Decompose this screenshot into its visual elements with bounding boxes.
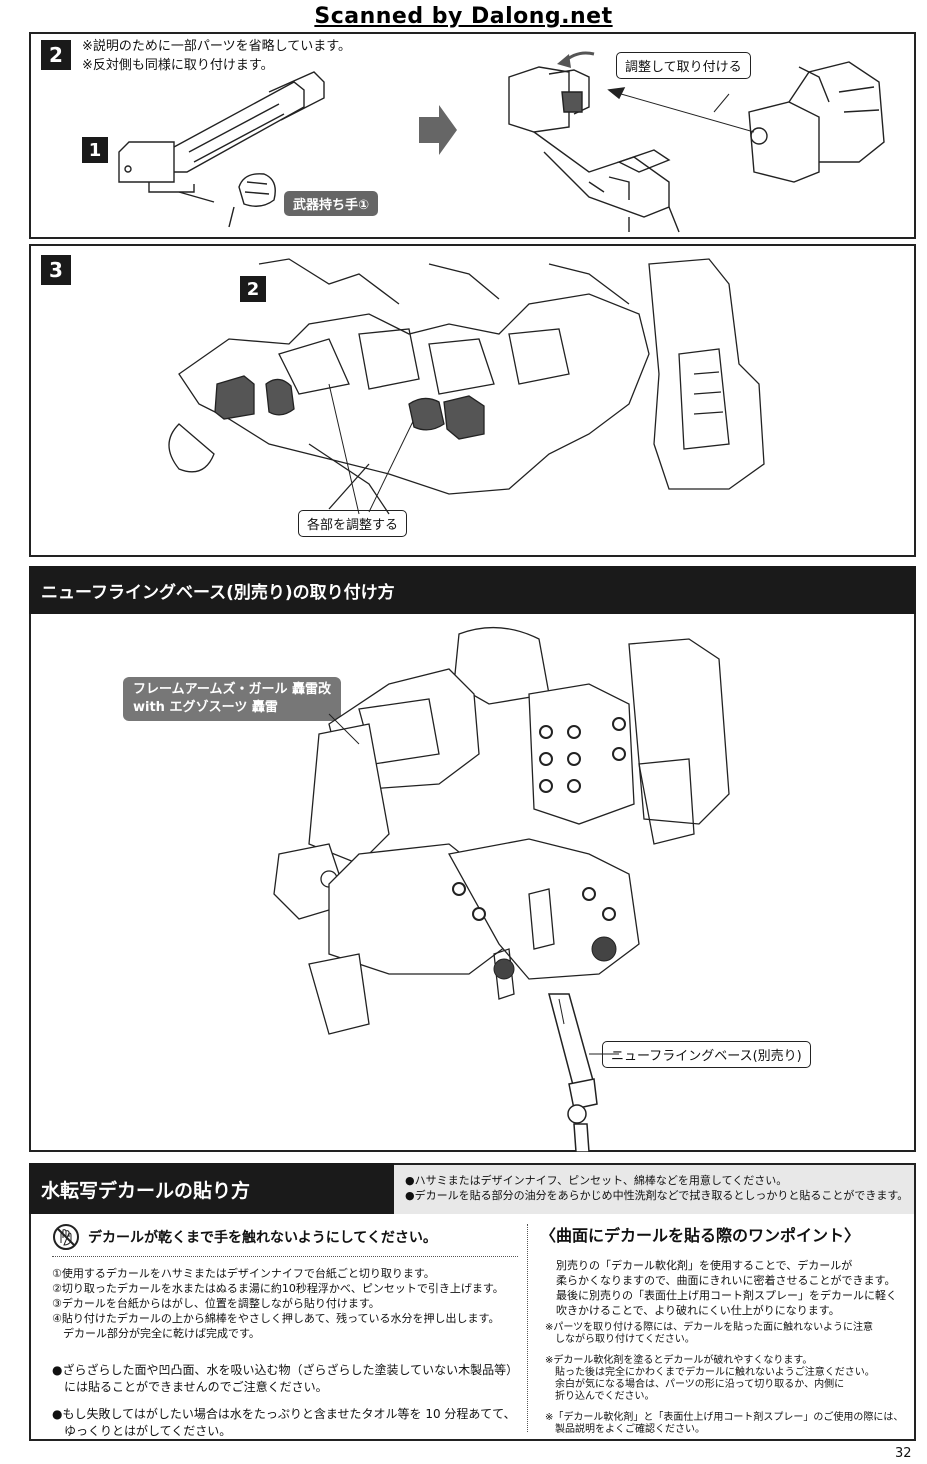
tip-body-3: 最後に別売りの「表面仕上げ用コート剤スプレー」をデカールに軽く — [556, 1289, 897, 1302]
tip-body: 別売りの「デカール軟化剤」を使用することで、デカールが 柔らかくなりますので、曲… — [556, 1258, 897, 1318]
tip-note-1-cont: しながら取り付けてください。 — [545, 1334, 695, 1345]
flying-base-header-text: ニューフライングベース(別売り)の取り付け方 — [41, 582, 395, 603]
no-touch-icon — [53, 1224, 79, 1250]
model-name-label: フレームアームズ・ガール 轟雷改 with エグゾスーツ 轟雷 — [123, 677, 341, 721]
decal-header: 水転写デカールの貼り方 — [29, 1163, 394, 1215]
decal-step-4: ④貼り付けたデカールの上から綿棒をやさしく押しあて、残っている水分を押し出します… — [52, 1312, 500, 1325]
weapon-hand-label: 武器持ち手① — [284, 191, 379, 216]
decal-header-bar — [394, 1163, 916, 1215]
decal-bullets: ●ざらざらした面や凹凸面、水を吸い込む物（ざらざらした塗装していない木製品等） … — [52, 1362, 518, 1440]
step3-panel — [29, 244, 916, 557]
step3-illustration — [168, 258, 765, 515]
flying-base-header: ニューフライングベース(別売り)の取り付け方 — [29, 566, 916, 614]
decal-step-2: ②切り取ったデカールを水またはぬるま湯に約10秒程浮かべ、ピンセットで引き上げま… — [52, 1282, 504, 1295]
decal-step-3: ③デカールを台紙からはがし、位置を調整しながら貼り付けます。 — [52, 1297, 380, 1310]
tip-note-3: ※「デカール軟化剤」と「表面仕上げ用コート剤スプレー」のご使用の際には、 — [545, 1412, 904, 1423]
decal-steps: ①使用するデカールをハサミまたはデザインナイフで台紙ごと切り取ります。 ②切り取… — [52, 1266, 504, 1341]
step2-number: 2 — [41, 40, 71, 70]
tip-note-2: ※デカール軟化剤を塗るとデカールが破れやすくなります。 — [545, 1355, 813, 1366]
warning-title: デカールが乾くまで手を触れないようにしてください。 — [88, 1230, 437, 1246]
decal-header-text: 水転写デカールの貼り方 — [41, 1179, 251, 1202]
step3-sub-number: 2 — [240, 276, 266, 302]
tip-title: 〈曲面にデカールを貼る際のワンポイント〉 — [540, 1226, 861, 1245]
decal-bullet-2-cont: ゆっくりとはがしてください。 — [52, 1424, 232, 1438]
tip-body-2: 柔らかくなりますので、曲面にきれいに密着させることができます。 — [556, 1274, 896, 1287]
tip-body-4: 吹きかけることで、より破れにくい仕上がりになります。 — [556, 1304, 840, 1317]
watermark-text: Scanned by Dalong.net — [314, 4, 613, 29]
tools-note-1: ●ハサミまたはデザインナイフ、ピンセット、綿棒などを用意してください。 — [405, 1174, 788, 1187]
page-number: 32 — [895, 1446, 912, 1461]
decal-divider — [527, 1224, 528, 1432]
step2-illustration — [118, 51, 885, 233]
decal-bullet-1: ●ざらざらした面や凹凸面、水を吸い込む物（ざらざらした塗装していない木製品等） — [52, 1363, 519, 1377]
adjust-attach-label: 調整して取り付ける — [616, 52, 751, 79]
tip-note-2-cont-3: 折り込んでください。 — [545, 1391, 655, 1402]
warning-underline — [52, 1256, 518, 1257]
tip-notes: ※パーツを取り付ける際には、デカールを貼った面に触れないように注意 しながら取り… — [545, 1322, 903, 1436]
decal-bullet-2: ●もし失敗してはがしたい場合は水をたっぷりと含ませたタオル等を 10 分程あてて… — [52, 1407, 516, 1421]
tip-note-2-cont-2: 余白が気になる場合は、パーツの形に沿って切り取るか、内側に — [545, 1379, 845, 1390]
model-name-line2: with エグゾスーツ 轟雷 — [133, 700, 278, 715]
tip-note-1: ※パーツを取り付ける際には、デカールを貼った面に触れないように注意 — [545, 1322, 873, 1333]
model-name-line1: フレームアームズ・ガール 轟雷改 — [133, 682, 331, 697]
tools-note-2: ●デカールを貼る部分の油分をあらかじめ中性洗剤などで拭き取るとしっかりと貼ること… — [405, 1189, 909, 1202]
flying-base-illustration — [273, 626, 730, 1152]
decal-step-4-cont: デカール部分が完全に乾けば完成です。 — [52, 1327, 260, 1340]
decal-step-1: ①使用するデカールをハサミまたはデザインナイフで台紙ごと切り取ります。 — [52, 1267, 435, 1280]
tip-note-3-cont: 製品説明をよくご確認ください。 — [545, 1424, 705, 1435]
flying-base-label: ニューフライングベース(別売り) — [602, 1041, 811, 1068]
step2-note-1: ※説明のために一部パーツを省略しています。 — [82, 39, 351, 54]
step2-sub-number: 1 — [82, 137, 108, 163]
decal-panel — [29, 1214, 916, 1441]
tip-note-2-cont-1: 貼った後は完全にかわくまでデカールに触れないようご注意ください。 — [545, 1367, 875, 1378]
tip-body-1: 別売りの「デカール軟化剤」を使用することで、デカールが — [556, 1259, 853, 1272]
adjust-parts-label: 各部を調整する — [298, 510, 408, 537]
step3-number: 3 — [41, 255, 71, 285]
decal-bullet-1-cont: には貼ることができませんのでご注意ください。 — [52, 1380, 328, 1394]
step2-note-2: ※反対側も同様に取り付けます。 — [82, 58, 274, 73]
